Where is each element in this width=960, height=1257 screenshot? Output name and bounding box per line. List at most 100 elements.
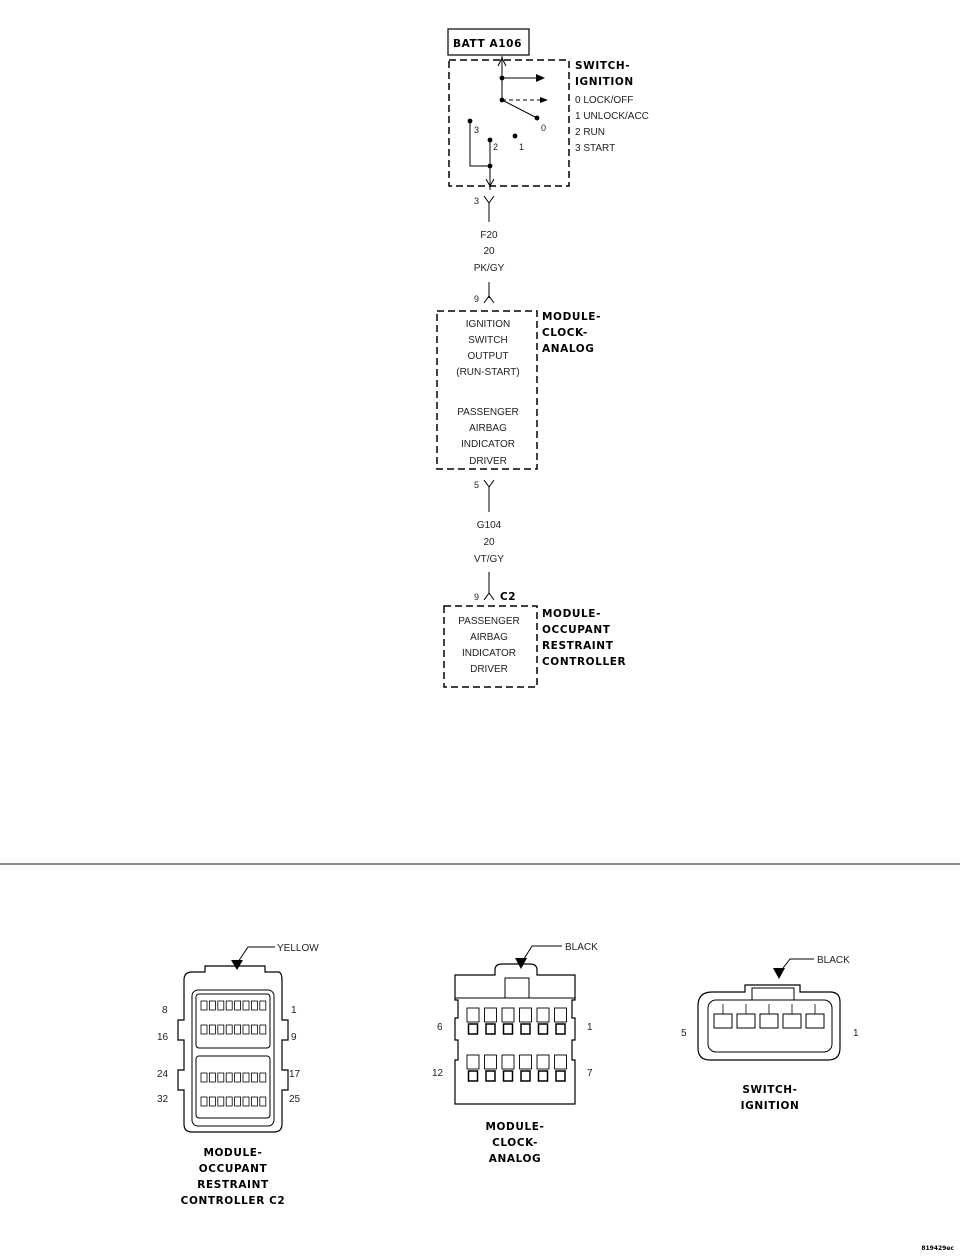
clock-terminal — [467, 1070, 479, 1082]
orc-terminal — [234, 1072, 242, 1083]
switch-blade — [501, 99, 538, 119]
orc-terminal — [259, 1024, 267, 1035]
orc-terminal — [208, 1000, 216, 1011]
orc-pin-left: 16 — [157, 1032, 169, 1043]
orc-terminal — [242, 1072, 250, 1083]
ignition-view-title: SWITCH- — [742, 1084, 797, 1096]
orc-terminal — [250, 1000, 258, 1011]
connector-fork-icon — [483, 592, 495, 601]
orc-upper-cavity — [195, 993, 271, 1049]
clock-view-title: CLOCK- — [492, 1137, 538, 1149]
orc-terminal — [259, 1096, 267, 1107]
clock-terminal — [555, 1070, 566, 1082]
contact-1-label: 1 — [519, 142, 524, 152]
orc-pin-left: 32 — [157, 1094, 169, 1105]
orc-terminal — [225, 1096, 233, 1107]
orc-terminal — [234, 1000, 242, 1011]
ignition-terminal — [713, 1013, 733, 1029]
ignition-pin-left: 5 — [681, 1028, 687, 1039]
leader-line — [237, 946, 275, 963]
clock-pin-right: 1 — [587, 1022, 593, 1033]
clock-pin-grid — [466, 1007, 567, 1082]
clock-terminal — [502, 1023, 514, 1035]
orc-terminal — [208, 1096, 216, 1107]
switch-title-2: IGNITION — [575, 76, 634, 88]
contact-0-label: 0 — [541, 123, 546, 133]
contact-0-dot — [534, 115, 540, 121]
clock-terminal — [467, 1023, 479, 1035]
clock-terminal-cavity — [501, 1054, 515, 1070]
clock-module-box — [436, 310, 538, 470]
orc-terminal — [200, 1072, 208, 1083]
clock-terminal-cavity — [484, 1054, 497, 1070]
wire2-circuit: G104 — [477, 520, 502, 531]
arrow-right-icon — [536, 74, 545, 82]
clock-line: PASSENGER — [457, 407, 519, 418]
orc-terminal — [234, 1024, 242, 1035]
orc-terminal — [225, 1072, 233, 1083]
orc-terminal — [208, 1024, 216, 1035]
ignition-terminal — [805, 1013, 825, 1029]
clock-terminal-cavity — [554, 1007, 567, 1023]
contact-1-dot — [512, 133, 518, 139]
ignition-switch-box — [448, 59, 570, 187]
orc-pin-right: 25 — [289, 1094, 301, 1105]
orc-terminal — [242, 1096, 250, 1107]
splice-node — [487, 163, 493, 169]
clock-view-title: ANALOG — [489, 1153, 542, 1165]
clock-title-1: MODULE- — [542, 311, 601, 323]
orc-title-3: RESTRAINT — [542, 640, 614, 652]
clock-terminal-cavity — [484, 1007, 497, 1023]
ignition-pin-right: 1 — [853, 1028, 859, 1039]
clock-pin-right: 7 — [587, 1068, 593, 1079]
clock-pin-left: 12 — [432, 1068, 444, 1079]
feed-arrow-icon — [497, 56, 507, 67]
ignition-latch — [751, 987, 795, 1001]
clock-line: DRIVER — [469, 456, 507, 467]
ignition-pin-row — [713, 1004, 825, 1029]
ignition-view-title: IGNITION — [741, 1100, 800, 1112]
clock-connector-outline — [454, 963, 576, 1105]
switch-title-1: SWITCH- — [575, 60, 630, 72]
clock-title-2: CLOCK- — [542, 327, 588, 339]
clock-terminal-cavity — [554, 1054, 567, 1070]
orc-connector-label: C2 — [500, 591, 516, 603]
clock-terminal-cavity — [501, 1007, 515, 1023]
clock-terminal — [485, 1023, 496, 1035]
orc-title-1: MODULE- — [542, 608, 601, 620]
ignition-connector-outline — [697, 984, 841, 1061]
contact-3-label: 3 — [474, 125, 479, 135]
clock-line: IGNITION — [466, 319, 510, 330]
orc-terminal — [217, 1072, 225, 1083]
clock-line: INDICATOR — [461, 439, 515, 450]
orc-pin-left: 8 — [162, 1005, 168, 1016]
orc-pin-label: 9 — [474, 592, 479, 602]
position-3: 3 START — [575, 143, 615, 154]
orc-view-title: MODULE- — [203, 1147, 262, 1159]
orc-terminal — [217, 1000, 225, 1011]
switch-node — [499, 75, 505, 81]
connector-fork-icon — [483, 479, 495, 488]
orc-line: INDICATOR — [462, 648, 516, 659]
pointer-arrow-icon — [773, 968, 785, 979]
clock-terminal — [555, 1023, 566, 1035]
position-0: 0 LOCK/OFF — [575, 95, 633, 106]
connector-fork-icon — [483, 295, 495, 304]
figure-id: 819429ec — [921, 1245, 954, 1252]
clock-terminal-cavity — [466, 1054, 480, 1070]
orc-pin-right: 1 — [291, 1005, 297, 1016]
ignition-terminal — [759, 1013, 779, 1029]
wire2-gauge: 20 — [483, 537, 495, 548]
clock-module-lines: IGNITION SWITCH OUTPUT (RUN-START) PASSE… — [456, 319, 520, 467]
clock-line: SWITCH — [468, 335, 507, 346]
orc-line: DRIVER — [470, 664, 508, 675]
ignition-terminal — [782, 1013, 802, 1029]
orc-terminal — [242, 1000, 250, 1011]
ignition-color-label: BLACK — [817, 955, 850, 966]
clock-connector-view: BLACK 6 12 1 7 MODULE- CLOCK- ANALOG — [432, 942, 598, 1165]
orc-terminal — [200, 1024, 208, 1035]
leader-line — [521, 945, 562, 963]
clock-terminal-cavity — [519, 1007, 532, 1023]
orc-pin-grid — [200, 1000, 267, 1107]
orc-terminal — [242, 1024, 250, 1035]
